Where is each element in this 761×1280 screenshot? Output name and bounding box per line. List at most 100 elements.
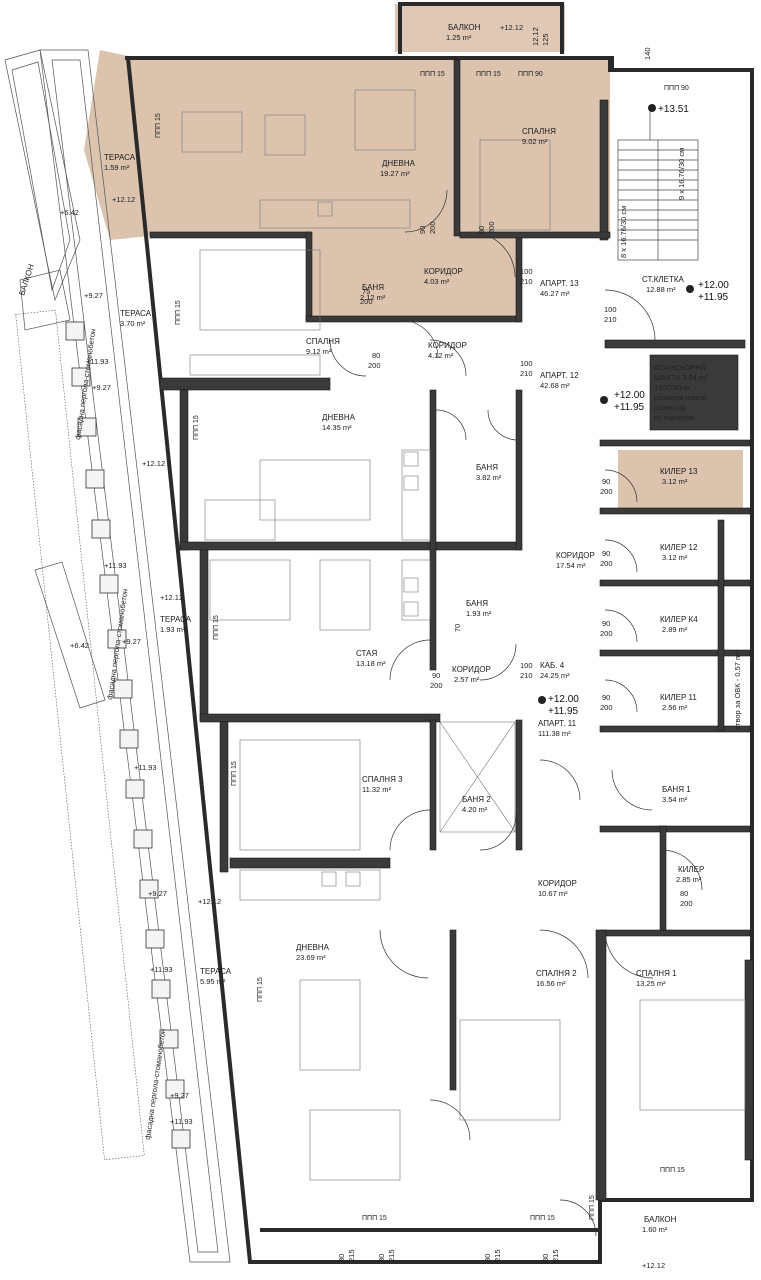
level-11-93-c: +11.93 <box>134 763 157 772</box>
balcony-top-name: БАЛКОН <box>448 23 481 32</box>
apt13-area: 46.27 m² <box>540 289 570 298</box>
living-11-name: ДНЕВНА <box>296 943 330 952</box>
corridor-main-area: 17.54 m² <box>556 561 586 570</box>
bath-k4-area: 1.93 m² <box>466 609 492 618</box>
terrace3-name: ТЕРАСА <box>160 615 192 624</box>
level-apt12-11-95: +11.95 <box>614 402 645 413</box>
corridor-11-name: КОРИДОР <box>538 879 577 888</box>
elevator-l5: асансьор <box>654 403 686 412</box>
dim-bottom-80a: 80 <box>337 1254 346 1262</box>
left-terrace-zone <box>4 49 231 1263</box>
stair-steps-note: 8 х 16.76/30 см <box>619 206 628 258</box>
dim-door-210b: 210 <box>604 315 617 324</box>
corridor-k4-area: 2.57 m² <box>454 675 480 684</box>
bath-k4-name: БАНЯ <box>466 599 488 608</box>
ppp15-bottom-a: ППП 15 <box>362 1215 387 1222</box>
storage-11-area: 2.56 m² <box>662 703 688 712</box>
terrace4-name: ТЕРАСА <box>200 967 232 976</box>
elevator-l4: размери шахта <box>654 393 708 402</box>
level-11-93-a: +11.93 <box>86 357 109 366</box>
interior-walls <box>149 59 751 1201</box>
storage-11-name: КИЛЕР 11 <box>660 693 697 702</box>
dim-12-12: 12.12 <box>531 27 540 46</box>
outer-walls <box>125 2 754 1264</box>
storage-k4-name: КИЛЕР К4 <box>660 615 698 624</box>
level-apt12-12-00: +12.00 <box>614 390 645 401</box>
dim-door-200j: 200 <box>680 899 693 908</box>
corridor-12-area: 4.12 m² <box>428 351 454 360</box>
corridor-k4-name: КОРИДОР <box>452 665 491 674</box>
dim-bottom-80b: 80 <box>377 1254 386 1262</box>
dim-bottom-215c: 215 <box>493 1249 502 1262</box>
ppp15-left-a: ППП 15 <box>155 113 162 138</box>
stair-area: 12.88 m² <box>646 285 676 294</box>
terrace2-name: ТЕРАСА <box>120 309 152 318</box>
level-terrace3: +12.12 <box>160 593 183 602</box>
bath1-area: 3.54 m² <box>662 795 688 804</box>
storage-name: КИЛЕР <box>678 865 704 874</box>
ppp15-left-f: ППП 15 <box>257 977 264 1002</box>
dim-door-80a: 80 <box>477 226 486 234</box>
ppp15-left-c: ППП 15 <box>193 415 200 440</box>
dim-door-200g: 200 <box>600 629 613 638</box>
room-k4-area: 13.18 m² <box>356 659 386 668</box>
level-9-27-a: +9.27 <box>84 291 103 300</box>
ppp90-stair: ППП 90 <box>664 85 689 92</box>
ppp15-bottom-d: ППП 15 <box>589 1195 596 1220</box>
furniture <box>181 89 746 1181</box>
level-9-27-c: +9.27 <box>122 637 141 646</box>
level-top-balcony: +12.12 <box>500 23 523 32</box>
dim-door-70: 70 <box>453 624 462 632</box>
dim-door-200b: 200 <box>487 221 496 234</box>
level-stair-12-00: +12.00 <box>698 280 729 291</box>
cab4-name: КАБ. 4 <box>540 661 565 670</box>
dim-door-200f: 200 <box>600 559 613 568</box>
dim-door-200d: 200 <box>368 361 381 370</box>
dim-door-80b: 80 <box>372 351 380 360</box>
shaft-note: отвор за ОВК - 0.57 m² <box>733 651 742 730</box>
dim-door-100a: 100 <box>520 267 533 276</box>
stair-name: СТ.КЛЕТКА <box>642 275 685 284</box>
terrace2-area: 3.70 m² <box>120 319 146 328</box>
bedroom-12-area: 9.12 m² <box>306 347 332 356</box>
storage-area: 2.85 m² <box>676 875 702 884</box>
bath-12-name: БАНЯ <box>476 463 498 472</box>
dim-door-200: 200 <box>428 221 437 234</box>
balcony-bottom-area: 1.60 m² <box>642 1225 668 1234</box>
bedroom-13-area: 9.02 m² <box>522 137 548 146</box>
dim-door-90: 90 <box>418 226 427 234</box>
storage-12-name: КИЛЕР 12 <box>660 543 698 552</box>
level-bottom-balcony: +12.12 <box>642 1261 665 1270</box>
balcony-top-area: 1.25 m² <box>446 33 472 42</box>
corridor-12-name: КОРИДОР <box>428 341 467 350</box>
level-11-93-e: +11.93 <box>170 1117 193 1126</box>
dim-bottom-215b: 215 <box>387 1249 396 1262</box>
level-11-93-b: +11.93 <box>104 561 127 570</box>
apt12-area: 42.68 m² <box>540 381 570 390</box>
corridor-13-name: КОРИДОР <box>424 267 463 276</box>
ppp15-bottom-c: ППП 15 <box>660 1167 685 1174</box>
living-13-area: 19.27 m² <box>380 169 410 178</box>
stairwell <box>617 110 699 261</box>
ppp15-left-d: ППП 15 <box>213 615 220 640</box>
dim-door-80c: 80 <box>680 889 688 898</box>
dim-door-210c: 210 <box>520 369 533 378</box>
level-11-93-d: +11.93 <box>150 965 173 974</box>
dim-140: 140 <box>643 47 652 60</box>
level-k4-12-00: +12.00 <box>548 694 579 705</box>
level-terrace4: +12.12 <box>198 897 221 906</box>
elevator-l3: 190/160см <box>654 383 690 392</box>
level-6-42-a: +6.42 <box>60 208 79 217</box>
elevator-l6: пътнически <box>654 413 694 422</box>
level-markers <box>538 104 694 704</box>
dim-bottom-215a: 215 <box>347 1249 356 1262</box>
level-terrace1: +12.12 <box>112 195 135 204</box>
dim-door-100c: 100 <box>520 359 533 368</box>
bath-13-area: 2.12 m² <box>360 293 386 302</box>
stair-steps-note-2: 9 х 16.76/30 см <box>677 148 686 200</box>
ppp15-left-e: ППП 15 <box>231 761 238 786</box>
dim-door-90e: 90 <box>602 693 610 702</box>
dim-door-200e: 200 <box>600 487 613 496</box>
bath-13-name: БАНЯ <box>362 283 384 292</box>
